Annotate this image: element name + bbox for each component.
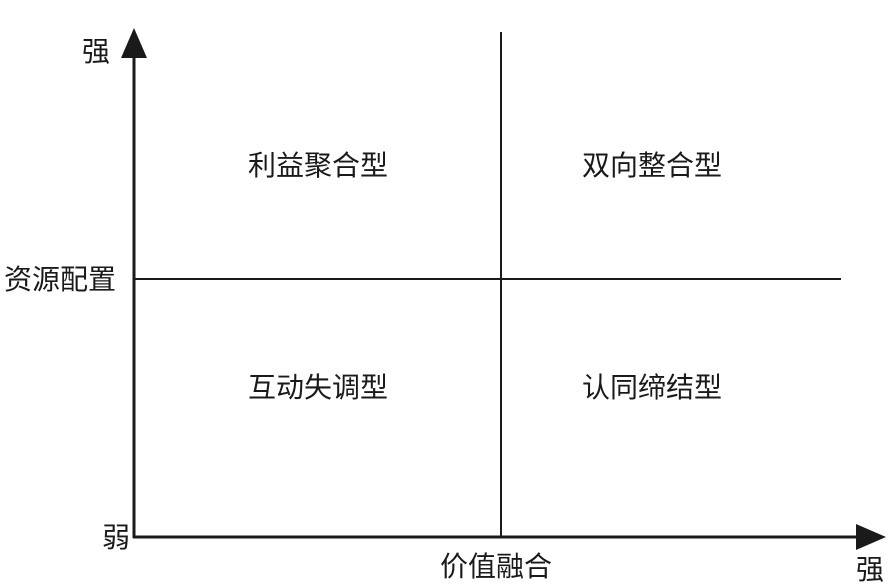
y-axis-arrow-icon	[121, 28, 147, 58]
x-axis-name: 价值融合	[440, 550, 553, 583]
quadrant-top-right: 双向整合型	[582, 149, 723, 182]
x-axis-arrow-icon	[856, 524, 886, 550]
y-axis-high-label: 强	[82, 35, 111, 68]
quadrant-bottom-left: 互动失调型	[248, 371, 389, 404]
quadrant-top-left: 利益聚合型	[248, 149, 389, 182]
quadrant-bottom-right: 认同缔结型	[582, 371, 723, 404]
y-axis-name: 资源配置	[4, 263, 117, 296]
x-axis-high-label: 强	[856, 553, 885, 586]
y-axis-low-label: 弱	[102, 521, 131, 554]
